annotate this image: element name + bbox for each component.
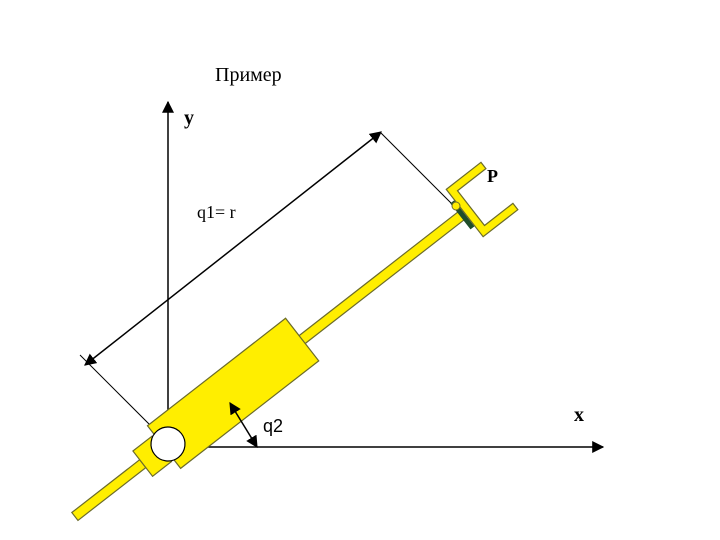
q2-label: q2 bbox=[263, 416, 284, 436]
gripper bbox=[445, 161, 519, 238]
q1-label: q1= r bbox=[197, 202, 236, 222]
point-p-marker bbox=[451, 201, 461, 211]
diagram-title: Пример bbox=[215, 64, 282, 86]
q2-angle-arrow bbox=[229, 401, 258, 449]
y-axis-label: y bbox=[184, 107, 194, 129]
prismatic-rod bbox=[296, 210, 467, 346]
x-axis-label: x bbox=[574, 404, 584, 426]
q1-extension-line-end bbox=[379, 131, 457, 209]
q1-dimension-arrow bbox=[84, 131, 382, 366]
point-p-label: P bbox=[487, 166, 498, 186]
rotary-joint bbox=[150, 426, 186, 462]
rear-rod bbox=[70, 458, 147, 522]
